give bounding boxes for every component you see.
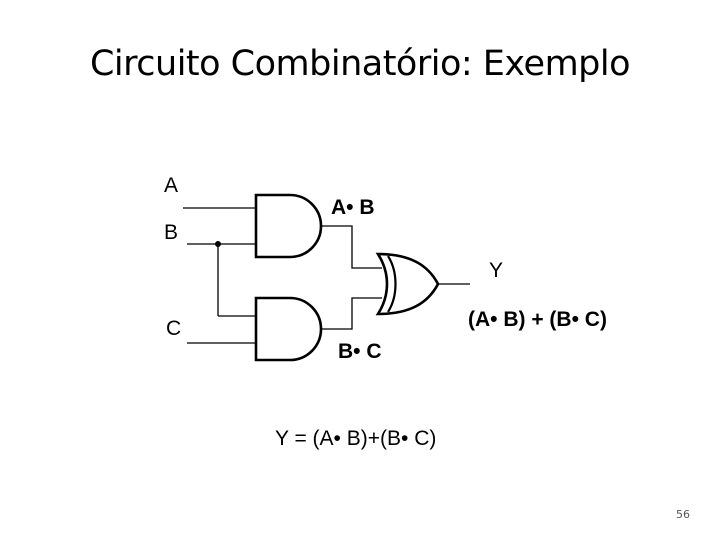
- slide-title: Circuito Combinatório: Exemplo: [89, 44, 631, 84]
- boolean-equation: Y = (A• B)+(B• C): [275, 427, 437, 450]
- and-gate-bottom: [254, 296, 323, 362]
- or-expression-label: (A• B) + (B• C): [468, 308, 607, 331]
- wire-and-bottom-out: [321, 297, 382, 330]
- junction-dot: [215, 241, 221, 247]
- and-top-output-label: A• B: [331, 196, 375, 219]
- page-number: 56: [676, 508, 690, 521]
- or-output-label: Y: [489, 259, 504, 282]
- input-label-c: C: [166, 317, 182, 340]
- and-bottom-output-label: B• C: [338, 340, 382, 363]
- input-label-b: B: [164, 221, 179, 244]
- and-gate-top: [254, 193, 323, 259]
- or-gate: [375, 252, 440, 316]
- or-gate-inner-curve: [387, 255, 397, 313]
- input-label-a: A: [164, 174, 179, 197]
- wire-and-top-out: [321, 225, 382, 269]
